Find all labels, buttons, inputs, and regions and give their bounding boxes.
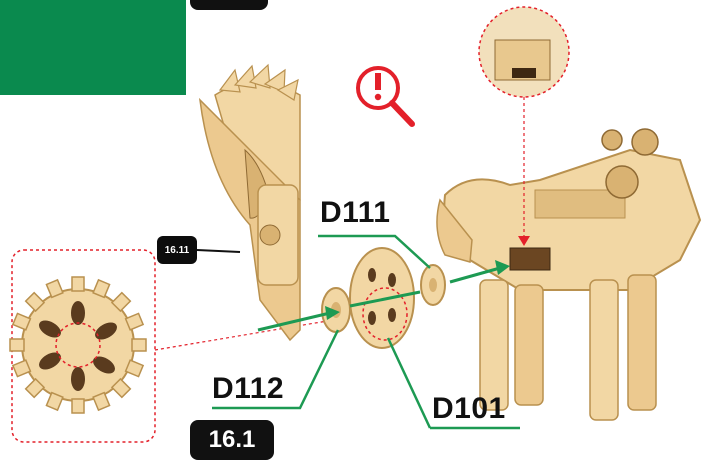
gear-d101-icon [349, 247, 415, 349]
gear-zoom-icon [9, 276, 147, 414]
badge-leader-line [196, 249, 241, 253]
part-label-d111: D111 [320, 196, 391, 229]
zoom-detail-slot [494, 39, 551, 81]
assembly-arrows [257, 260, 510, 332]
assembly-illustration [9, 6, 702, 443]
top-step-badge [190, 0, 268, 10]
step-badge-16-11: 16.11 [157, 236, 197, 264]
horse-body-part [436, 128, 702, 421]
step-badge-bottom: 16.1 [190, 420, 274, 460]
callout-leader-left [154, 317, 346, 351]
wing-part [198, 63, 301, 342]
part-label-d112: D112 [212, 372, 285, 405]
magnifier-exclamation-icon [356, 66, 415, 127]
green-header-panel [0, 0, 186, 95]
part-label-d101: D101 [432, 392, 506, 425]
label-leaders [212, 234, 520, 430]
gear-d111-icon [420, 264, 446, 306]
